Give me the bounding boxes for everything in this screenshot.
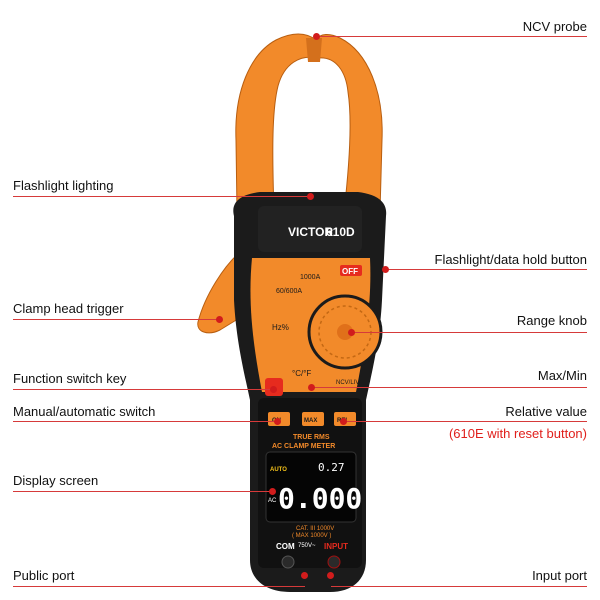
com-jack: [281, 555, 295, 569]
port-com-label: COM: [276, 542, 295, 551]
off-label: OFF: [342, 267, 358, 276]
leader-ncv: [317, 36, 587, 37]
dot-display: [269, 488, 276, 495]
clamp-jaw-right: [315, 34, 383, 213]
dot-relative: [340, 418, 347, 425]
label-ncv-probe: NCV probe: [522, 19, 587, 34]
leader-display: [13, 491, 273, 492]
clamp-trigger: [197, 250, 247, 334]
leader-hold: [387, 269, 587, 270]
leader-input-port: [331, 586, 587, 587]
panel-ac-clamp-meter: AC CLAMP METER: [272, 443, 335, 450]
lcd-display: [265, 451, 357, 523]
label-function-switch: Function switch key: [13, 371, 127, 386]
max-button-label: MAX: [304, 418, 317, 424]
ncv-live-label: NCV/LIVE: [336, 380, 363, 386]
label-reset-note: (610E with reset button): [448, 426, 587, 441]
leader-maxmin: [313, 387, 587, 388]
lcd-main-reading: 0.000: [278, 482, 362, 515]
port-input-label: INPUT: [324, 542, 348, 551]
dot-hold: [382, 266, 389, 273]
range-label-1000a: 1000A: [300, 274, 321, 281]
dot-manual: [274, 418, 281, 425]
dot-input-port: [327, 572, 334, 579]
label-manual-auto: Manual/automatic switch: [13, 404, 156, 419]
clamp-jaw: [235, 33, 319, 213]
leader-function: [13, 389, 275, 390]
lcd-ac: AC: [268, 498, 277, 504]
port-voltage-label: 750V~: [298, 543, 316, 549]
cat-rating-2: ( MAX 1000V ): [292, 533, 331, 539]
label-input-port: Input port: [532, 568, 587, 583]
panel-true-rms: TRUE RMS: [293, 434, 330, 441]
dot-flashlight: [307, 193, 314, 200]
range-label-temp: °C/°F: [292, 369, 311, 378]
label-public-port: Public port: [13, 568, 75, 583]
label-range-knob: Range knob: [516, 313, 587, 328]
leader-public-port: [13, 586, 305, 587]
leader-flashlight: [13, 196, 313, 197]
label-relative-value: Relative value: [505, 404, 587, 419]
label-flashlight-hold: Flashlight/data hold button: [434, 252, 588, 267]
dot-knob: [348, 329, 355, 336]
leader-knob: [352, 332, 587, 333]
dot-ncv: [313, 33, 320, 40]
brand-logo: VICTOR: [288, 225, 333, 239]
label-flashlight-lighting: Flashlight lighting: [13, 178, 114, 193]
range-label-600a: 60/600A: [276, 288, 302, 295]
leader-relative: [344, 421, 587, 422]
dot-public-port: [301, 572, 308, 579]
label-max-min: Max/Min: [537, 368, 587, 383]
cat-rating-1: CAT. III 1000V: [296, 526, 334, 532]
label-display-screen: Display screen: [13, 473, 99, 488]
label-clamp-trigger: Clamp head trigger: [13, 301, 124, 316]
lcd-auto: AUTO: [270, 467, 287, 473]
lcd-sub-reading: 0.27: [318, 461, 345, 474]
input-jack: [327, 555, 341, 569]
dot-function: [270, 386, 277, 393]
leader-trigger: [13, 319, 221, 320]
leader-manual: [13, 421, 278, 422]
model-number: 610D: [326, 225, 355, 239]
range-label-hz: Hz%: [272, 323, 289, 332]
dot-trigger: [216, 316, 223, 323]
dot-maxmin: [308, 384, 315, 391]
